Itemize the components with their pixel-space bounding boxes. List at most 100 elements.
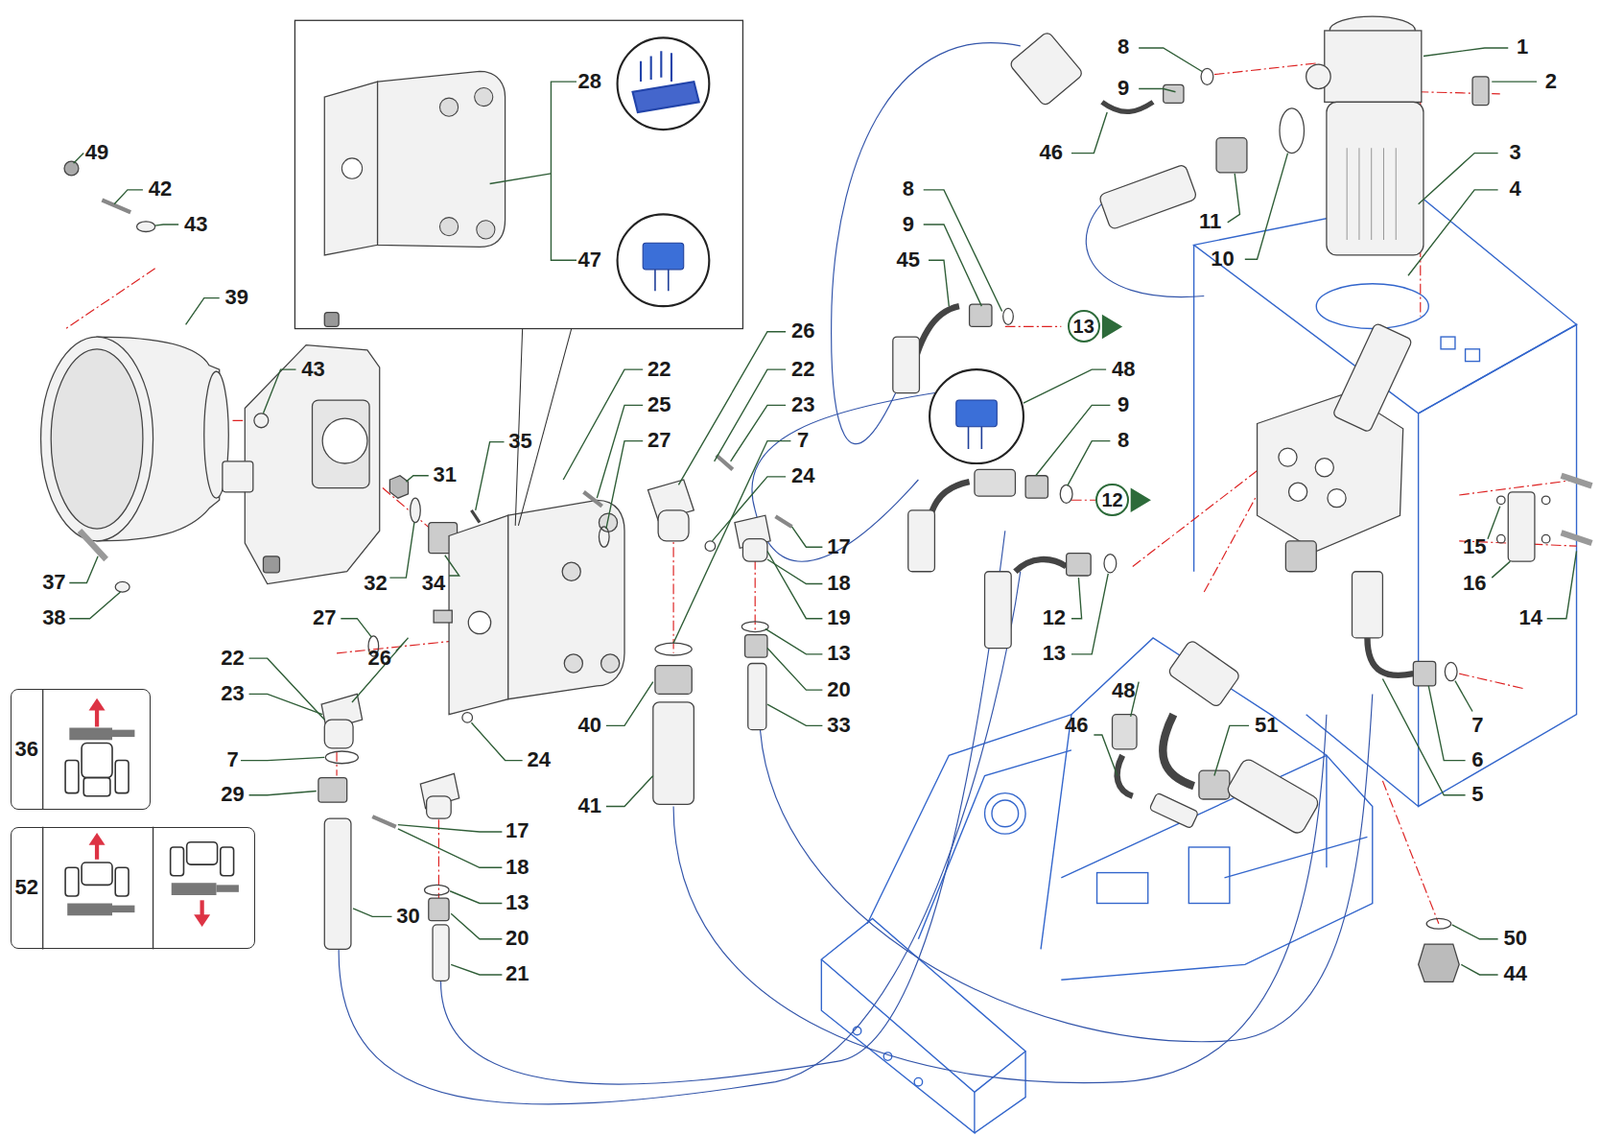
callout-number: 10 <box>1210 246 1234 271</box>
callout-label: 24 <box>791 464 815 488</box>
callout-number: 13 <box>826 640 850 665</box>
callout-label: 50 <box>1503 926 1527 950</box>
callout-number: 2 <box>1545 69 1557 94</box>
icon-box: 36 <box>10 688 152 810</box>
callout-number: 4 <box>1509 176 1522 201</box>
callout-label: 40 <box>578 713 602 737</box>
callout-number: 21 <box>505 961 529 986</box>
callout-number: 25 <box>647 392 671 417</box>
callout-number: 20 <box>826 677 850 702</box>
callout-number: 33 <box>826 712 850 737</box>
callout-label: 46 <box>1064 713 1088 737</box>
callout-label: 43 <box>301 357 325 381</box>
callout-number: 1 <box>1516 34 1529 59</box>
callout-number: 27 <box>647 427 671 452</box>
callout-number: 12 <box>1042 605 1066 630</box>
callout-label: 41 <box>578 794 602 818</box>
callout-number: 40 <box>578 712 602 737</box>
direction-icons <box>43 688 239 949</box>
callout-number: 22 <box>647 356 671 381</box>
callout-label: 21 <box>505 962 529 986</box>
callout-label: 22 <box>647 357 671 381</box>
callout-label: 19 <box>826 606 850 630</box>
callout-number: 17 <box>505 818 529 843</box>
callout-label: 32 <box>363 571 387 595</box>
callout-label: 10 <box>1210 247 1234 271</box>
callout-number: 24 <box>791 463 815 488</box>
continuation-arrow <box>1102 314 1123 340</box>
callout-label: 31 <box>433 463 457 487</box>
callout-number: 41 <box>578 793 602 818</box>
callout-label: 6 <box>1471 748 1483 772</box>
callout-label: 14 <box>1518 606 1542 630</box>
callout-label: 4 <box>1509 177 1522 201</box>
callout-label: 25 <box>647 393 671 417</box>
callout-label: 34 <box>422 571 446 595</box>
inset-panel <box>294 20 743 526</box>
callout-label: 22 <box>791 357 815 381</box>
callout-label: 16 <box>1462 571 1486 595</box>
callout-label: 37 <box>42 570 66 594</box>
callout-label: 7 <box>797 428 809 452</box>
callout-circle: 12 <box>1095 483 1129 517</box>
callout-number: 31 <box>433 462 457 487</box>
callout-number: 11 <box>1199 209 1222 234</box>
callout-number: 37 <box>42 569 66 594</box>
callout-label: 11 <box>1199 210 1222 234</box>
hose-lines <box>338 43 1373 1105</box>
callout-label: 18 <box>826 571 850 595</box>
callout-label: 5 <box>1471 782 1483 806</box>
callout-label: 38 <box>42 606 66 630</box>
callout-label: 28 <box>578 70 602 94</box>
callout-label: 17 <box>505 819 529 843</box>
leader-lines <box>69 47 1577 975</box>
callout-number: 6 <box>1471 747 1483 772</box>
callout-number: 36 <box>11 736 43 762</box>
parts <box>41 16 1593 982</box>
callout-number: 26 <box>791 318 815 343</box>
callout-number: 17 <box>826 534 850 559</box>
callout-number: 9 <box>1117 75 1130 100</box>
callout-label: 48 <box>1111 679 1135 703</box>
callout-label: 35 <box>508 429 532 453</box>
callout-number: 16 <box>1462 570 1486 595</box>
callout-label: 29 <box>220 782 244 806</box>
frame-outline <box>821 198 1577 1132</box>
callout-label: 20 <box>505 926 529 950</box>
callout-number: 45 <box>896 247 920 272</box>
callout-label: 42 <box>148 177 172 201</box>
callout-label: 1 <box>1516 35 1529 59</box>
callout-number: 43 <box>184 211 208 236</box>
callout-number: 35 <box>508 428 532 453</box>
callout-number: 19 <box>826 605 850 630</box>
callout-label: 9 <box>1117 76 1130 100</box>
sensor-callout <box>929 369 1024 464</box>
callout-number: 39 <box>225 284 249 309</box>
callout-number: 30 <box>396 903 420 928</box>
callout-number: 27 <box>312 605 336 630</box>
callout-label: 45 <box>896 248 920 272</box>
callout-label: 13 <box>1042 641 1066 665</box>
callout-number: 46 <box>1064 712 1088 737</box>
callout-label: 33 <box>826 713 850 737</box>
callout-number: 42 <box>148 176 172 201</box>
callout-number: 47 <box>578 247 602 272</box>
callout-label: 27 <box>312 606 336 630</box>
callout-number: 24 <box>526 747 550 772</box>
callout-number: 26 <box>367 645 391 670</box>
callout-number: 48 <box>1111 678 1135 703</box>
callout-number: 9 <box>1117 392 1130 417</box>
callout-number: 8 <box>902 176 915 201</box>
callout-number: 13 <box>1073 315 1095 337</box>
callout-number: 43 <box>301 356 325 381</box>
callout-label: 20 <box>826 678 850 702</box>
callout-number: 13 <box>505 890 529 915</box>
callout-number: 28 <box>578 69 602 94</box>
callout-number: 18 <box>505 854 529 879</box>
callout-label: 9 <box>902 212 915 236</box>
callout-number: 23 <box>791 392 815 417</box>
callout-label: 2 <box>1545 70 1557 94</box>
callout-number: 3 <box>1509 140 1522 165</box>
